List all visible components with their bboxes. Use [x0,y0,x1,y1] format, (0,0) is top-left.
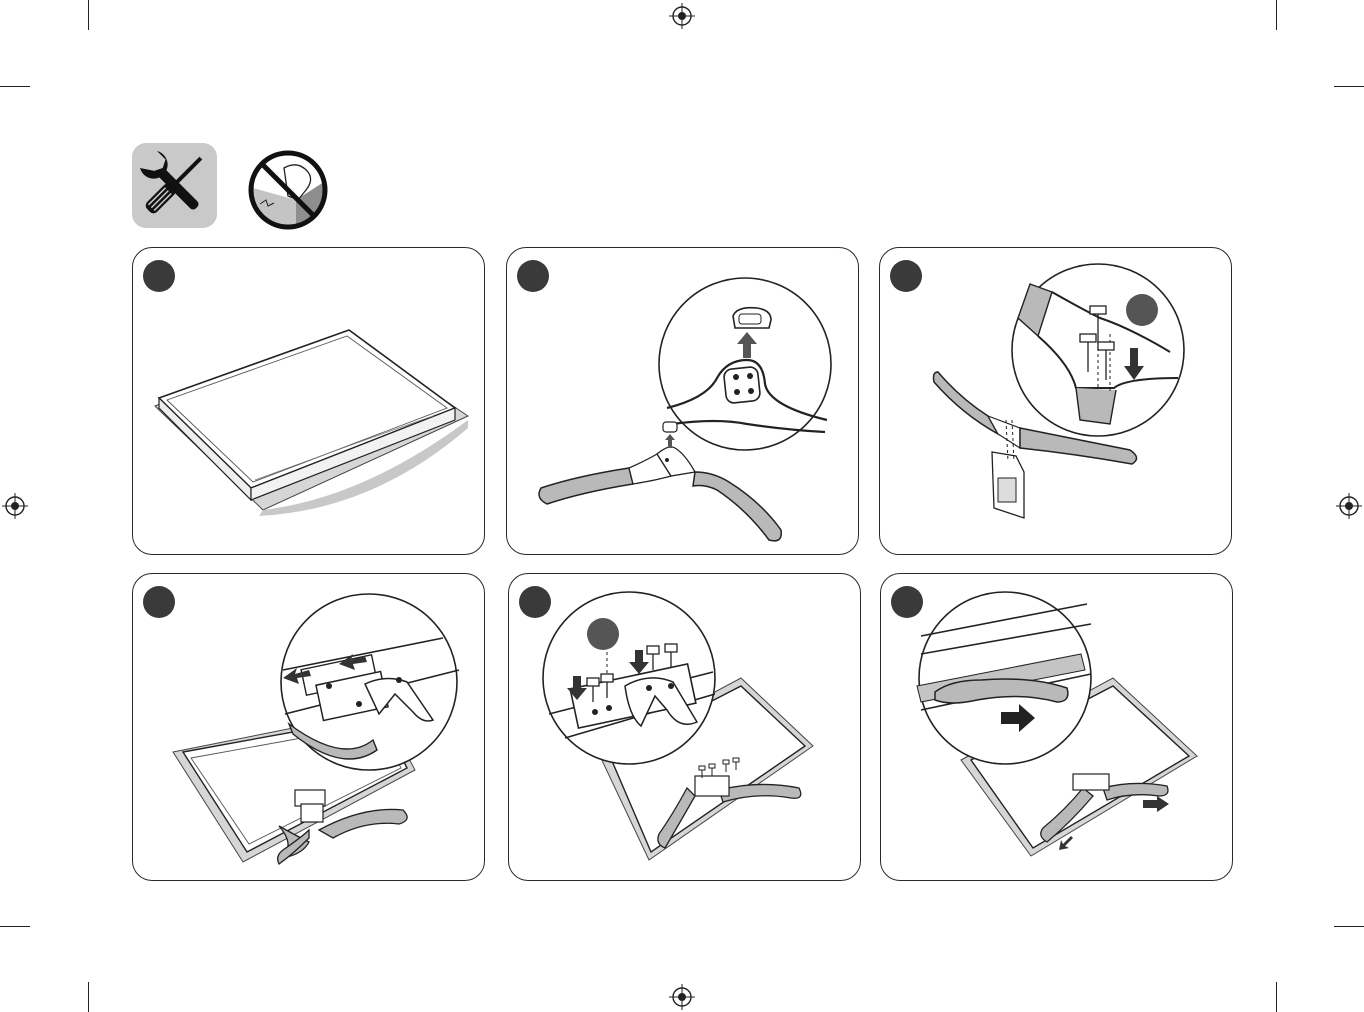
no-scratch-surface-icon [246,148,330,232]
tv-on-cushion-illustration [133,248,485,555]
crop-mark [0,926,30,927]
step-panel-2 [506,247,859,555]
crop-mark [1276,982,1277,1012]
step-panel-6 [880,573,1233,881]
attach-stand-to-tv-illustration [133,574,485,881]
crop-mark [1334,926,1364,927]
registration-mark-icon [1336,493,1362,519]
registration-mark-icon [669,984,695,1010]
tools-icon [132,143,217,228]
assemble-stand-screws-illustration [880,248,1232,555]
crop-mark [1334,86,1364,87]
step-panel-3 [879,247,1232,555]
stand-cover-slide-illustration [881,574,1233,881]
remove-stand-cover-illustration [507,248,859,555]
step-panel-1 [132,247,485,555]
crop-mark [0,86,30,87]
crop-mark [88,982,89,1012]
fasten-stand-screws-illustration [509,574,861,881]
registration-mark-icon [2,493,28,519]
step-panel-5 [508,573,861,881]
crop-mark [88,0,89,30]
registration-mark-icon [669,3,695,29]
crop-mark [1276,0,1277,30]
step-panel-4 [132,573,485,881]
